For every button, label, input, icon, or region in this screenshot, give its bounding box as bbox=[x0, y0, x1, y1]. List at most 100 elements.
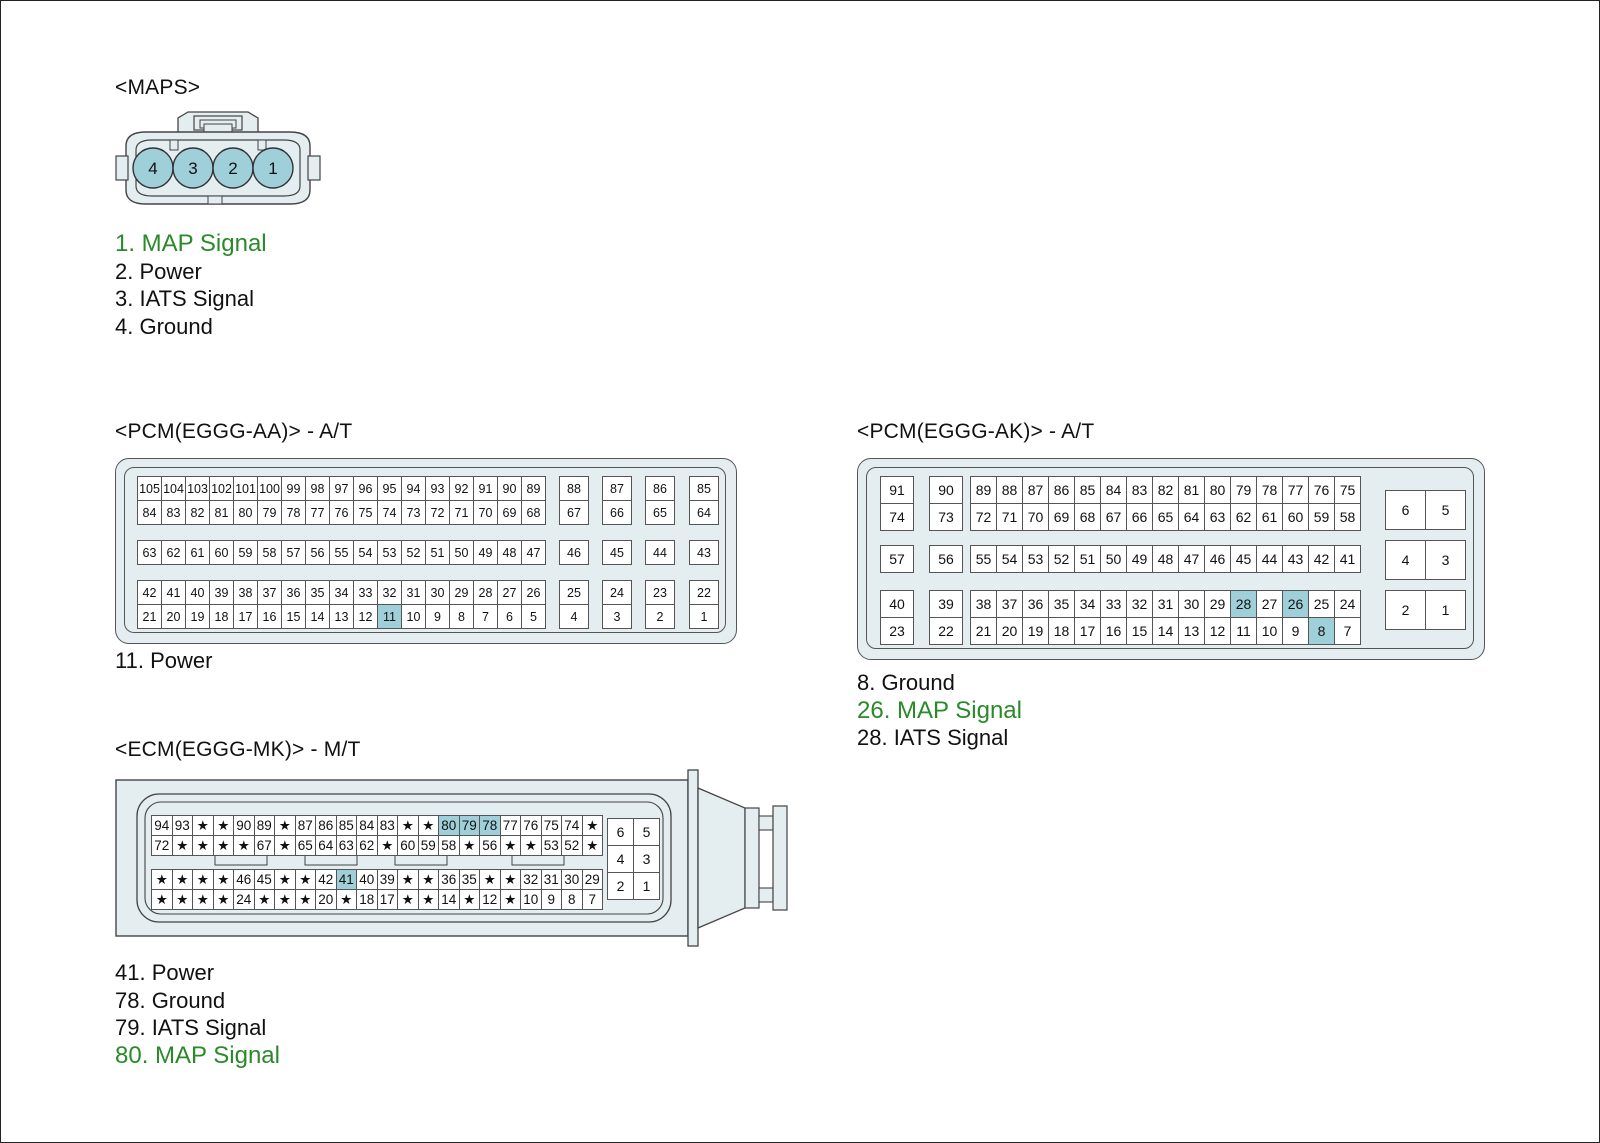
pin-62: 62 bbox=[162, 541, 185, 564]
pin-3: 3 bbox=[603, 605, 631, 628]
pin-62: 62 bbox=[357, 836, 377, 855]
legend-item: 3. IATS Signal bbox=[115, 286, 254, 311]
unused-pin: ★ bbox=[521, 836, 541, 855]
pin-5: 5 bbox=[522, 605, 545, 628]
pin-102: 102 bbox=[210, 477, 233, 500]
pin-20: 20 bbox=[997, 618, 1022, 644]
pin-23: 23 bbox=[881, 618, 913, 644]
pin-54: 54 bbox=[354, 541, 377, 564]
pin-46: 46 bbox=[560, 541, 588, 564]
unused-pin: ★ bbox=[193, 836, 213, 855]
pin-86: 86 bbox=[1049, 477, 1074, 503]
pin-2: 2 bbox=[646, 605, 674, 628]
pin-90: 90 bbox=[498, 477, 521, 500]
pin-47: 47 bbox=[1179, 546, 1204, 572]
pin-82: 82 bbox=[186, 501, 209, 524]
pin-15: 15 bbox=[282, 605, 305, 628]
pin-24: 24 bbox=[603, 581, 631, 604]
pin-58: 58 bbox=[439, 836, 459, 855]
pin-90: 90 bbox=[234, 816, 254, 835]
unused-pin: ★ bbox=[152, 890, 172, 909]
pin-89: 89 bbox=[254, 816, 274, 835]
pin-26: 26 bbox=[522, 581, 545, 604]
pin-86: 86 bbox=[316, 816, 336, 835]
pin-42: 42 bbox=[138, 581, 161, 604]
pin-41: 41 bbox=[1335, 546, 1360, 572]
pin-12: 12 bbox=[480, 890, 500, 909]
pin-20: 20 bbox=[316, 890, 336, 909]
pin-75: 75 bbox=[541, 816, 561, 835]
pin-83: 83 bbox=[1127, 477, 1152, 503]
pin-71: 71 bbox=[997, 504, 1022, 530]
pin-80: 80 bbox=[234, 501, 257, 524]
pin-40: 40 bbox=[186, 581, 209, 604]
pin-65: 65 bbox=[646, 501, 674, 524]
unused-pin: ★ bbox=[213, 816, 233, 835]
unused-pin: ★ bbox=[398, 890, 418, 909]
pin-6: 6 bbox=[1386, 491, 1425, 529]
legend-item: 79. IATS Signal bbox=[115, 1015, 267, 1040]
pin-35: 35 bbox=[306, 581, 329, 604]
pin-66: 66 bbox=[1127, 504, 1152, 530]
maps-pin-label: 2 bbox=[228, 159, 237, 178]
pin-104: 104 bbox=[162, 477, 185, 500]
maps-title: <MAPS> bbox=[115, 76, 201, 99]
pin-38: 38 bbox=[971, 591, 996, 617]
pin-73: 73 bbox=[402, 501, 425, 524]
pin-14: 14 bbox=[439, 890, 459, 909]
pin-3: 3 bbox=[634, 846, 659, 872]
pin-36: 36 bbox=[1023, 591, 1048, 617]
pin-64: 64 bbox=[316, 836, 336, 855]
pin-63: 63 bbox=[336, 836, 356, 855]
pin-56: 56 bbox=[480, 836, 500, 855]
pin-43: 43 bbox=[690, 541, 718, 564]
unused-pin: ★ bbox=[398, 870, 418, 889]
unused-pin: ★ bbox=[213, 870, 233, 889]
pin-49: 49 bbox=[1127, 546, 1152, 572]
pin-74: 74 bbox=[881, 504, 913, 530]
pin-60: 60 bbox=[210, 541, 233, 564]
pin-15: 15 bbox=[1127, 618, 1152, 644]
pin-61: 61 bbox=[186, 541, 209, 564]
pin-28: 28 bbox=[474, 581, 497, 604]
pin-47: 47 bbox=[522, 541, 545, 564]
pin-76: 76 bbox=[521, 816, 541, 835]
pin-30: 30 bbox=[426, 581, 449, 604]
pin-block: 45 bbox=[602, 540, 632, 565]
unused-pin: ★ bbox=[582, 836, 602, 855]
pin-73: 73 bbox=[930, 504, 962, 530]
pin-51: 51 bbox=[426, 541, 449, 564]
pin-40: 40 bbox=[357, 870, 377, 889]
legend-item: 8. Ground bbox=[857, 670, 955, 695]
pin-11: 11 bbox=[1231, 618, 1256, 644]
pin-85: 85 bbox=[1075, 477, 1100, 503]
pin-69: 69 bbox=[498, 501, 521, 524]
pin-53: 53 bbox=[378, 541, 401, 564]
pin-84: 84 bbox=[1101, 477, 1126, 503]
pin-7: 7 bbox=[582, 890, 602, 909]
pin-56: 56 bbox=[930, 546, 962, 572]
pin-53: 53 bbox=[541, 836, 561, 855]
pin-12: 12 bbox=[1205, 618, 1230, 644]
pin-13: 13 bbox=[1179, 618, 1204, 644]
pin-52: 52 bbox=[402, 541, 425, 564]
pin-43: 43 bbox=[1283, 546, 1308, 572]
legend-item: 2. Power bbox=[115, 258, 202, 284]
pin-25: 25 bbox=[560, 581, 588, 604]
unused-pin: ★ bbox=[213, 890, 233, 909]
pin-99: 99 bbox=[282, 477, 305, 500]
pin-30: 30 bbox=[562, 870, 582, 889]
pin-46: 46 bbox=[1205, 546, 1230, 572]
pin-55: 55 bbox=[330, 541, 353, 564]
pin-50: 50 bbox=[1101, 546, 1126, 572]
